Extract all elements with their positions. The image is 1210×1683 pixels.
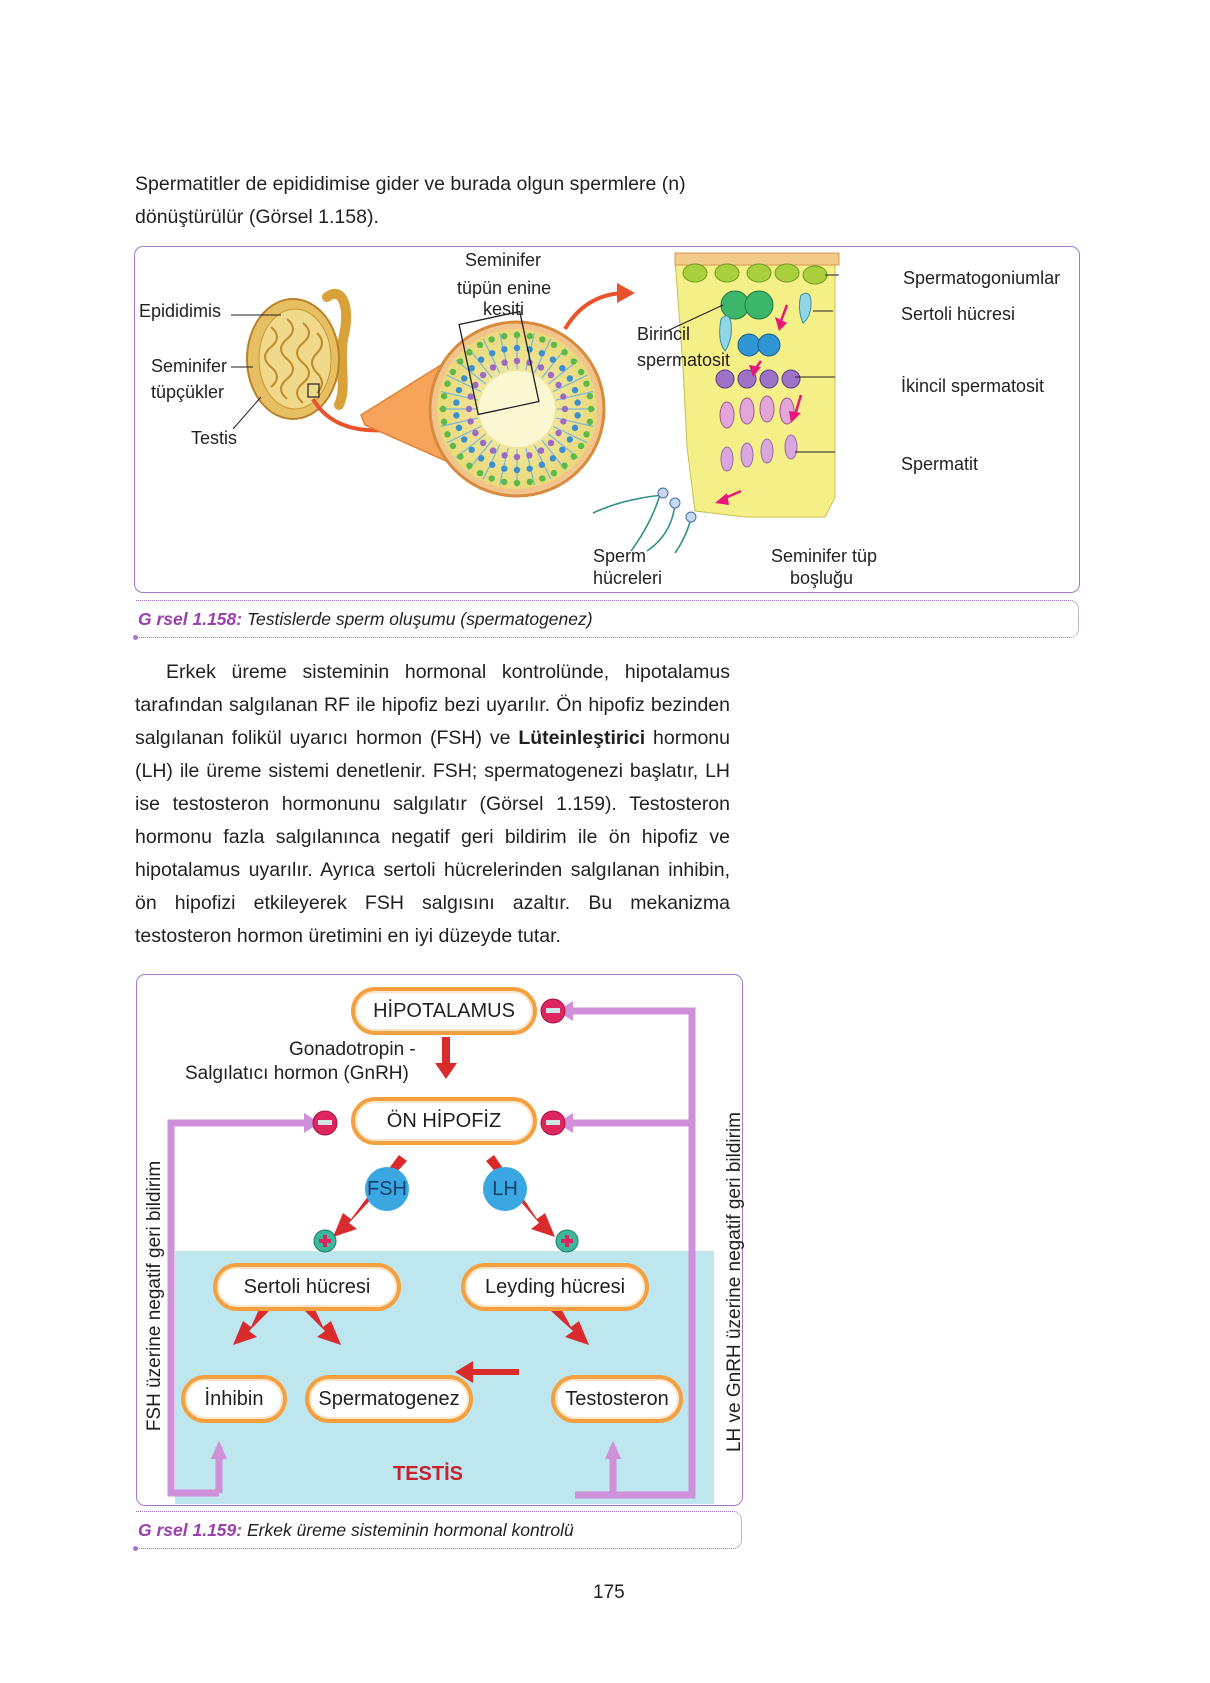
hormone-paragraph: Erkek üreme sisteminin hormonal kontrolü… bbox=[135, 656, 730, 953]
hormone-paragraph-part2: hormonu (LH) ile üreme sistemi denetleni… bbox=[135, 727, 730, 947]
label-seminiferous-tubules-2: tüpçükler bbox=[151, 382, 225, 402]
label-spermatid: Spermatit bbox=[901, 454, 979, 474]
testis-label: TESTİS bbox=[393, 1463, 464, 1485]
sertoli-box: Sertoli hücresi bbox=[213, 1263, 401, 1311]
gnrh-label-1: Gonadotropin - bbox=[289, 1039, 416, 1060]
figure2-caption-text: Erkek üreme sisteminin hormonal kontrolü bbox=[242, 1520, 574, 1540]
label-cross-section-3: kesiti bbox=[483, 299, 525, 319]
left-feedback-label: FSH üzerine negatif geri bildirim bbox=[144, 1160, 165, 1432]
label-cross-section-2: tüpün enine bbox=[457, 278, 552, 298]
hormonal-control-diagram bbox=[167, 998, 696, 1499]
label-primary-spermatocyte-1: Birincil bbox=[637, 324, 691, 344]
intro-paragraph: Spermatitler de epididimise gider ve bur… bbox=[135, 173, 686, 228]
label-primary-spermatocyte-2: spermatosit bbox=[637, 350, 731, 370]
fsh-circle: FSH bbox=[365, 1167, 409, 1211]
figure2-caption: G rsel 1.159: Erkek üreme sisteminin hor… bbox=[138, 1520, 574, 1541]
anterior-pituitary-box: ÖN HİPOFİZ bbox=[351, 1097, 537, 1145]
label-sperm-cells-1: Sperm bbox=[593, 546, 647, 566]
page-number: 175 bbox=[593, 1582, 625, 1603]
label-lumen-2: boşluğu bbox=[790, 568, 854, 588]
lh-circle: LH bbox=[483, 1167, 527, 1211]
testosterone-box: Testosteron bbox=[551, 1375, 683, 1423]
figure1-caption: G rsel 1.158: Testislerde sperm oluşumu … bbox=[138, 609, 593, 630]
gnrh-label-2: Salgılatıcı hormon (GnRH) bbox=[185, 1063, 409, 1084]
label-secondary-spermatocyte: İkincil spermatosit bbox=[901, 376, 1045, 396]
label-lumen-1: Seminifer tüp bbox=[771, 546, 878, 566]
hypothalamus-box: HİPOTALAMUS bbox=[351, 987, 537, 1035]
spermatogenesis-box: Spermatogenez bbox=[305, 1375, 473, 1423]
hormone-paragraph-part1: Erkek üreme sisteminin hormonal kontrolü… bbox=[135, 661, 730, 749]
figure-spermatogenesis: Epididimis Seminifer tüpçükler Testis Se… bbox=[134, 246, 1080, 593]
label-epididymis: Epididimis bbox=[139, 301, 222, 321]
leydig-box: Leyding hücresi bbox=[461, 1263, 649, 1311]
label-testis: Testis bbox=[191, 428, 238, 448]
label-spermatogonia: Spermatogoniumlar bbox=[903, 268, 1061, 288]
figure1-caption-text: Testislerde sperm oluşumu (spermatogenez… bbox=[242, 609, 593, 629]
hormone-paragraph-bold: Lüteinleştirici bbox=[518, 727, 646, 749]
tubule-cross-section bbox=[428, 310, 606, 498]
figure2-caption-label: G rsel 1.159: bbox=[138, 1520, 243, 1540]
figure-hormonal-control: HİPOTALAMUS Gonadotropin - Salgılatıcı h… bbox=[136, 974, 745, 1506]
figure1-caption-label: G rsel 1.158: bbox=[138, 609, 243, 629]
right-feedback-label: LH ve GnRH üzerine negatif geri bildirim bbox=[724, 1111, 745, 1453]
spermatogenesis-illustration bbox=[231, 252, 840, 554]
inhibin-box: İnhibin bbox=[181, 1375, 287, 1423]
figure1-caption-box: G rsel 1.158: Testislerde sperm oluşumu … bbox=[133, 600, 1079, 640]
tubule-wall-section bbox=[592, 252, 840, 554]
label-seminiferous-tubules-1: Seminifer bbox=[151, 356, 228, 376]
figure2-caption-box: G rsel 1.159: Erkek üreme sisteminin hor… bbox=[133, 1511, 742, 1551]
label-cross-section-1: Seminifer bbox=[465, 250, 542, 270]
label-sertoli-cell: Sertoli hücresi bbox=[901, 304, 1016, 324]
testis-organ bbox=[246, 289, 352, 420]
label-sperm-cells-2: hücreleri bbox=[593, 568, 663, 588]
